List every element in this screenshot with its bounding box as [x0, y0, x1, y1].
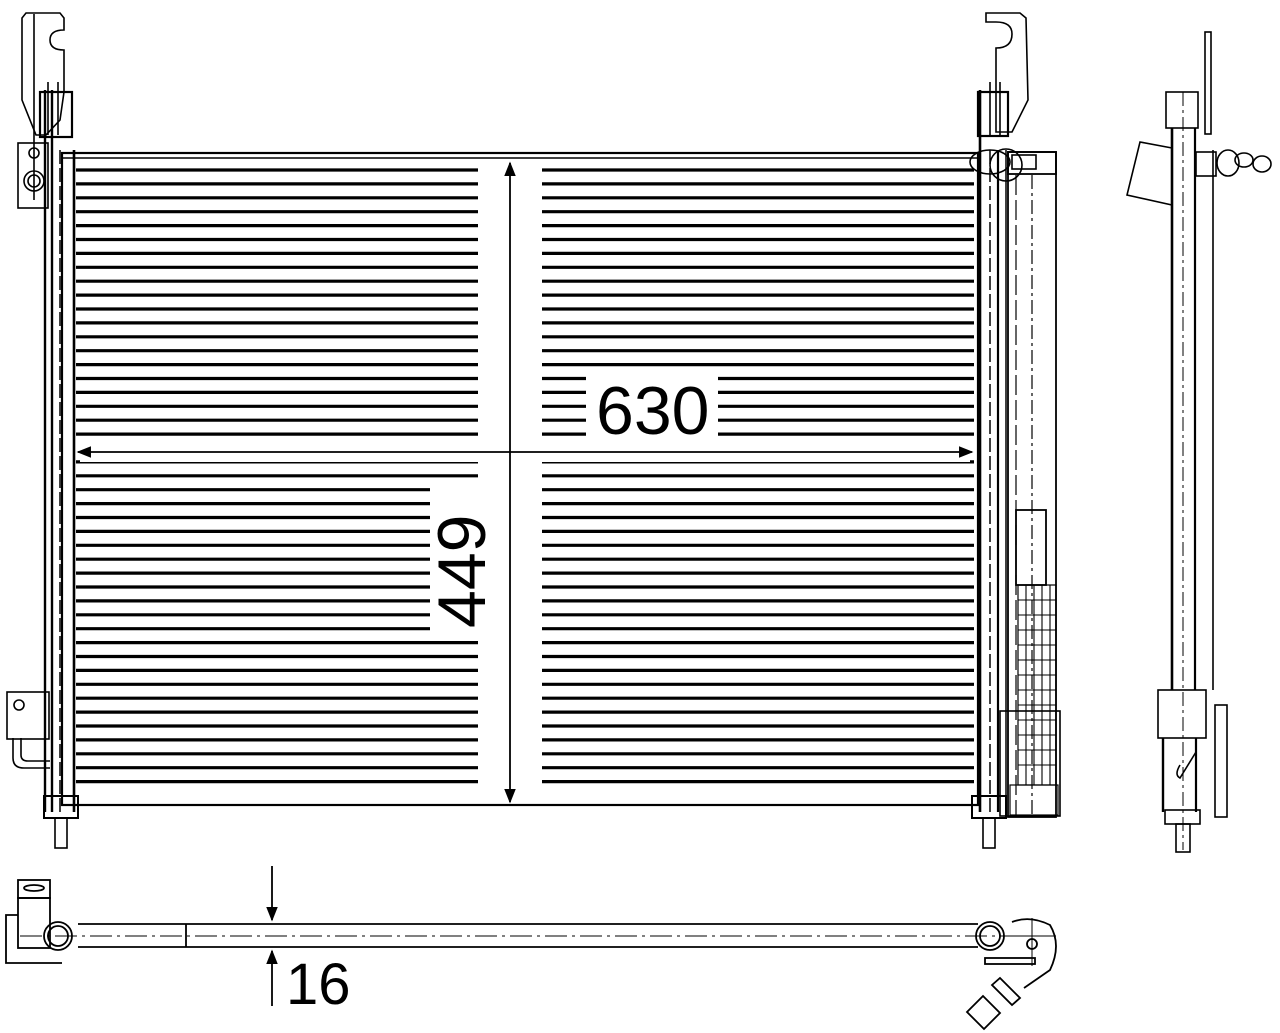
- core-outline: [60, 151, 980, 807]
- outlet-fitting: [965, 918, 1057, 1031]
- top-view: [5, 879, 1057, 1031]
- inlet-fitting: [969, 148, 1037, 182]
- side-view-connector: [1195, 149, 1272, 177]
- depth-dimension-label: 16: [286, 952, 351, 1017]
- receiver-drier: [999, 151, 1061, 818]
- width-dimension-label: 630: [596, 373, 710, 449]
- side-view: [1126, 31, 1272, 853]
- front-view: [6, 12, 1061, 849]
- condenser-tubes: [76, 168, 974, 784]
- left-upper-mount: [17, 142, 49, 209]
- left-lower-mount: [6, 691, 50, 769]
- right-header-tank: [971, 90, 1007, 849]
- dimension-lines: [76, 160, 974, 804]
- right-mounting-bracket: [976, 12, 1029, 138]
- height-dimension-label: 449: [424, 514, 500, 628]
- left-mounting-bracket: [21, 12, 74, 200]
